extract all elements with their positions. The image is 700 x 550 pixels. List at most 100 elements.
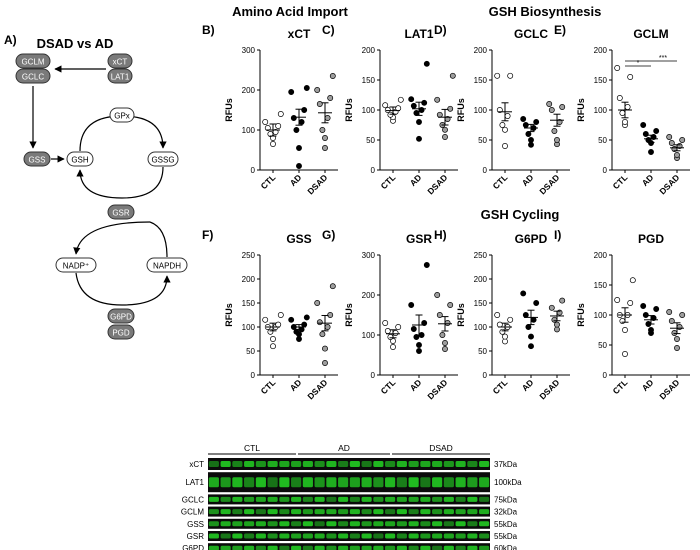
- blot-band: [220, 509, 231, 515]
- data-point: [434, 96, 441, 103]
- data-point: [436, 111, 443, 118]
- blot-band: [408, 545, 419, 550]
- blot-group-label: CTL: [244, 443, 260, 453]
- blot-band: [467, 521, 478, 527]
- blot-band: [208, 545, 219, 550]
- data-point: [387, 111, 394, 118]
- blot-band: [291, 521, 302, 527]
- blot-size-label: 37kDa: [494, 460, 518, 469]
- blot-band: [255, 521, 266, 527]
- data-point: [447, 302, 454, 308]
- data-point: [679, 137, 686, 143]
- data-point: [619, 110, 626, 116]
- blot-band: [467, 545, 478, 550]
- y-tick-label: 0: [251, 166, 256, 175]
- blot-band: [385, 509, 396, 515]
- data-point: [416, 342, 422, 348]
- y-tick-label: 100: [362, 331, 376, 340]
- data-point: [559, 104, 566, 110]
- blot-band: [467, 533, 478, 539]
- blot-band: [479, 477, 490, 488]
- y-tick-label: 50: [478, 347, 487, 356]
- blot-row-gclm: GCLM 32kDa: [181, 506, 518, 517]
- blot-band: [373, 461, 384, 467]
- blot-band: [279, 533, 290, 539]
- blot-band: [396, 477, 407, 488]
- blot-band: [349, 461, 360, 467]
- blot-band: [361, 461, 372, 467]
- blot-band: [255, 496, 266, 502]
- blot-band: [455, 509, 466, 515]
- data-point: [629, 277, 636, 284]
- arc-napdh-up: [149, 221, 168, 258]
- node-napdh-shape: [146, 257, 188, 273]
- data-point: [416, 119, 422, 125]
- data-point: [528, 343, 534, 350]
- y-tick-label: 0: [371, 371, 376, 380]
- blot-band: [220, 461, 231, 467]
- data-point: [554, 137, 560, 143]
- data-point: [296, 336, 302, 342]
- panel-label: I): [554, 228, 561, 242]
- blot-strip: [208, 458, 490, 470]
- blot-band: [326, 496, 337, 502]
- chart-title: GSR: [406, 232, 432, 246]
- x-tick-label: CTL: [259, 377, 278, 396]
- data-point: [322, 145, 328, 151]
- y-tick-label: 0: [483, 371, 488, 380]
- blot-band: [314, 521, 325, 527]
- blot-band: [373, 477, 384, 488]
- blot-band: [220, 477, 231, 488]
- blot-band: [420, 461, 431, 467]
- x-tick-label: DSAD: [425, 172, 449, 196]
- blot-band: [349, 521, 360, 527]
- x-tick-label: AD: [288, 172, 304, 188]
- blot-band: [432, 461, 443, 467]
- blot-band: [255, 545, 266, 550]
- blot-band: [443, 545, 454, 550]
- data-point: [423, 60, 430, 67]
- blot-band: [455, 496, 466, 502]
- data-point: [528, 137, 534, 143]
- data-point: [627, 300, 634, 306]
- x-tick-label: DSAD: [305, 377, 329, 401]
- data-point: [270, 141, 276, 147]
- blot-band: [432, 496, 443, 502]
- x-tick-label: DSAD: [537, 377, 561, 401]
- x-tick-label: AD: [520, 172, 536, 188]
- header-gsh-cycling: GSH Cycling: [481, 207, 560, 222]
- data-point: [322, 360, 328, 366]
- data-point: [442, 340, 448, 346]
- blot-band: [314, 461, 325, 467]
- panel-label: D): [434, 23, 447, 37]
- blot-protein-label: GSS: [187, 520, 204, 529]
- blot-band: [443, 533, 454, 539]
- blot-band: [432, 521, 443, 527]
- data-point: [413, 334, 420, 340]
- blot-band: [279, 496, 290, 502]
- y-tick-label: 50: [478, 136, 487, 145]
- data-point: [434, 292, 441, 298]
- blot-band: [408, 496, 419, 502]
- y-tick-label: 100: [474, 106, 488, 115]
- y-tick-label: 100: [242, 126, 256, 135]
- blot-band: [291, 461, 302, 467]
- blot-band: [208, 521, 219, 527]
- node-gclc: GCLC: [22, 73, 44, 82]
- blot-band: [255, 533, 266, 539]
- blot-band: [361, 509, 372, 515]
- blot-band: [455, 545, 466, 550]
- blot-band: [314, 509, 325, 515]
- blot-band: [326, 545, 337, 550]
- x-tick-label: DSAD: [657, 377, 681, 401]
- blot-protein-label: GCLM: [181, 508, 204, 517]
- node-pgd: PGD: [112, 329, 130, 338]
- data-point: [614, 297, 621, 303]
- blot-size-label: 32kDa: [494, 508, 518, 517]
- data-point: [502, 126, 508, 133]
- data-point: [270, 336, 276, 342]
